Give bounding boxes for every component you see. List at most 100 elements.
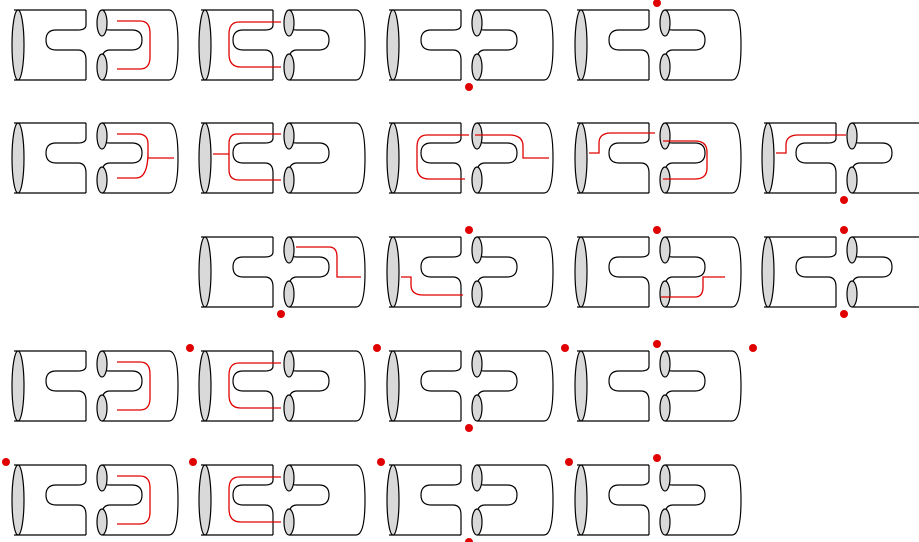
boundary-circle-lower: [283, 508, 295, 536]
boundary-circle-left: [198, 464, 212, 536]
cylinder-outline: [389, 9, 554, 81]
red-arc: [776, 134, 846, 154]
boundary-circle-upper: [659, 350, 671, 378]
boundary-circle-left: [761, 122, 775, 194]
red-point-marker: [749, 344, 757, 352]
boundary-circle-lower: [96, 53, 108, 81]
boundary-circle-left: [761, 236, 775, 308]
red-arc: [117, 475, 151, 525]
red-arc: [401, 276, 463, 296]
red-arc: [117, 361, 151, 411]
red-point-marker: [565, 458, 573, 466]
red-arc: [213, 133, 281, 181]
boundary-circle-lower: [659, 53, 671, 81]
red-point-marker: [189, 458, 197, 466]
boundary-circle-left: [11, 122, 25, 194]
red-point-marker: [377, 458, 385, 466]
cylinder-outline: [14, 9, 179, 81]
cylinder-outline: [577, 350, 742, 422]
red-point-marker: [653, 454, 661, 462]
saddle-tubes: [795, 237, 893, 307]
boundary-circle-left: [386, 236, 400, 308]
red-point-marker: [840, 226, 848, 234]
cylinder-outline: [14, 122, 179, 194]
red-point-marker: [653, 226, 661, 234]
cobordism-panel: [11, 122, 179, 194]
boundary-circle-upper: [96, 464, 108, 492]
boundary-circle-upper: [659, 122, 671, 150]
boundary-circle-upper: [846, 122, 858, 150]
cylinder-outline: [389, 236, 554, 308]
red-arc: [589, 132, 708, 180]
saddle-tubes: [420, 351, 518, 421]
boundary-circle-upper: [471, 236, 483, 264]
cylinder-outline: [201, 122, 366, 194]
boundary-circle-left: [574, 464, 588, 536]
cylinder-outline: [14, 350, 179, 422]
boundary-circle-upper: [96, 350, 108, 378]
boundary-circle-upper: [659, 236, 671, 264]
cylinder-outline: [764, 122, 919, 194]
boundary-circle-left: [574, 9, 588, 81]
boundary-circle-lower: [659, 394, 671, 422]
cobordism-panel: [574, 122, 742, 194]
boundary-circle-left: [11, 464, 25, 536]
red-arc: [661, 276, 725, 298]
red-point-marker: [465, 226, 473, 234]
panel-row: [11, 0, 742, 91]
red-arc: [228, 362, 281, 409]
red-point-marker: [561, 344, 569, 352]
panel-row: [198, 226, 919, 318]
panel-row: [11, 122, 919, 204]
red-point-marker: [653, 0, 661, 7]
boundary-circle-lower: [471, 166, 483, 194]
saddle-tubes: [420, 10, 518, 80]
boundary-circle-left: [11, 350, 25, 422]
boundary-circle-upper: [659, 9, 671, 37]
cylinder-outline: [389, 350, 554, 422]
red-point-marker: [2, 458, 10, 466]
red-point-marker: [465, 538, 473, 542]
saddle-tubes: [608, 351, 706, 421]
cylinder-outline: [389, 122, 554, 194]
cobordism-panel: [198, 236, 366, 318]
cobordism-panel: [386, 122, 554, 194]
boundary-circle-left: [198, 236, 212, 308]
cylinder-outline: [577, 236, 742, 308]
red-point-marker: [653, 340, 661, 348]
cylinder-outline: [201, 464, 366, 536]
boundary-circle-lower: [471, 394, 483, 422]
red-point-marker: [465, 424, 473, 432]
saddle-tubes: [608, 10, 706, 80]
boundary-circle-upper: [471, 350, 483, 378]
boundary-circle-left: [574, 350, 588, 422]
cylinder-outline: [577, 9, 742, 81]
cobordism-panel: [574, 340, 757, 422]
red-point-marker: [840, 310, 848, 318]
boundary-circle-left: [198, 9, 212, 81]
boundary-circle-lower: [96, 508, 108, 536]
boundary-circle-left: [574, 122, 588, 194]
boundary-circle-left: [198, 350, 212, 422]
boundary-circle-lower: [659, 166, 671, 194]
cylinder-outline: [201, 350, 366, 422]
red-arc: [228, 476, 281, 523]
boundary-circle-lower: [283, 53, 295, 81]
boundary-circle-lower: [846, 166, 858, 194]
cobordism-panel: [574, 0, 742, 81]
cylinder-outline: [14, 464, 179, 536]
boundary-circle-upper: [471, 464, 483, 492]
boundary-circle-upper: [96, 122, 108, 150]
boundary-circle-lower: [283, 166, 295, 194]
cylinder-outline: [389, 464, 554, 536]
boundary-circle-left: [574, 236, 588, 308]
cobordism-panel: [189, 458, 366, 536]
cobordism-panel: [761, 122, 919, 204]
cylinder-outline: [577, 122, 742, 194]
red-arc: [416, 134, 549, 180]
boundary-circle-upper: [283, 9, 295, 37]
red-point-marker: [840, 196, 848, 204]
cylinder-outline: [201, 236, 366, 308]
boundary-circle-left: [386, 350, 400, 422]
